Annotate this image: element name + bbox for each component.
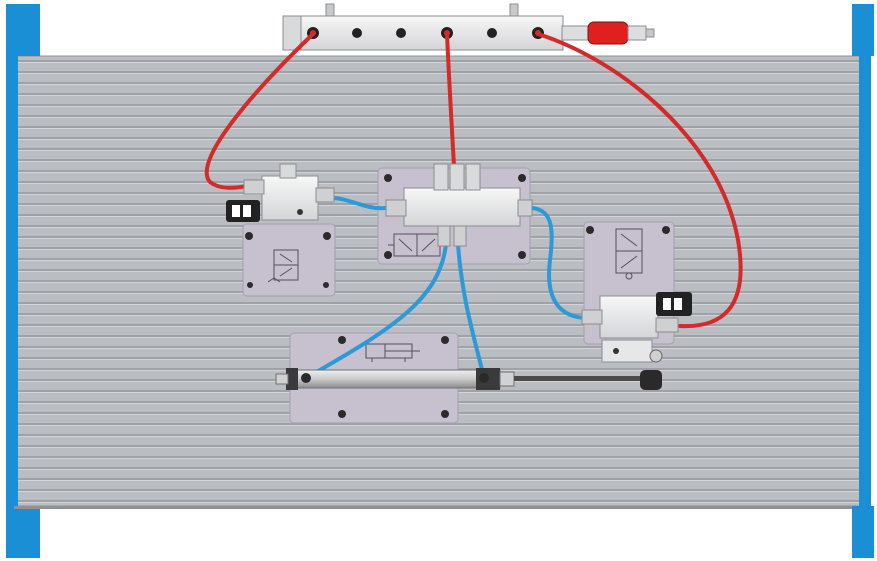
working-line-right-to-center <box>518 205 590 320</box>
pressure-lines <box>204 32 743 329</box>
board-corner-top-right <box>852 4 874 56</box>
center-valve-icon <box>385 163 533 247</box>
board-left-rail <box>6 56 18 508</box>
pressure-line-right <box>536 32 743 329</box>
board-corner-top-left <box>6 4 40 56</box>
fittings <box>301 373 489 383</box>
pressure-line-left <box>204 32 315 190</box>
working-lines <box>304 196 590 380</box>
shutoff-valve-icon <box>561 21 655 45</box>
right-valve-icon <box>581 292 692 363</box>
board-right-rail <box>859 56 871 508</box>
left-valve-symbol <box>267 249 299 283</box>
air-distribution-manifold-icon <box>282 3 564 51</box>
working-line-center-to-cylinder-b <box>456 242 486 380</box>
double-acting-cylinder-icon <box>275 368 662 390</box>
right-valve-symbol <box>615 228 643 280</box>
board-frame <box>6 4 874 558</box>
working-line-center-to-cylinder-a <box>304 242 448 380</box>
pressure-line-center <box>445 32 456 168</box>
left-valve-icon <box>226 163 335 222</box>
board-corner-bottom-left <box>6 506 40 558</box>
board-surface <box>13 55 865 507</box>
plate-screws <box>245 174 670 418</box>
board-corner-bottom-right <box>852 506 874 558</box>
working-line-left-to-center <box>330 196 388 211</box>
cylinder-symbol <box>365 343 420 362</box>
